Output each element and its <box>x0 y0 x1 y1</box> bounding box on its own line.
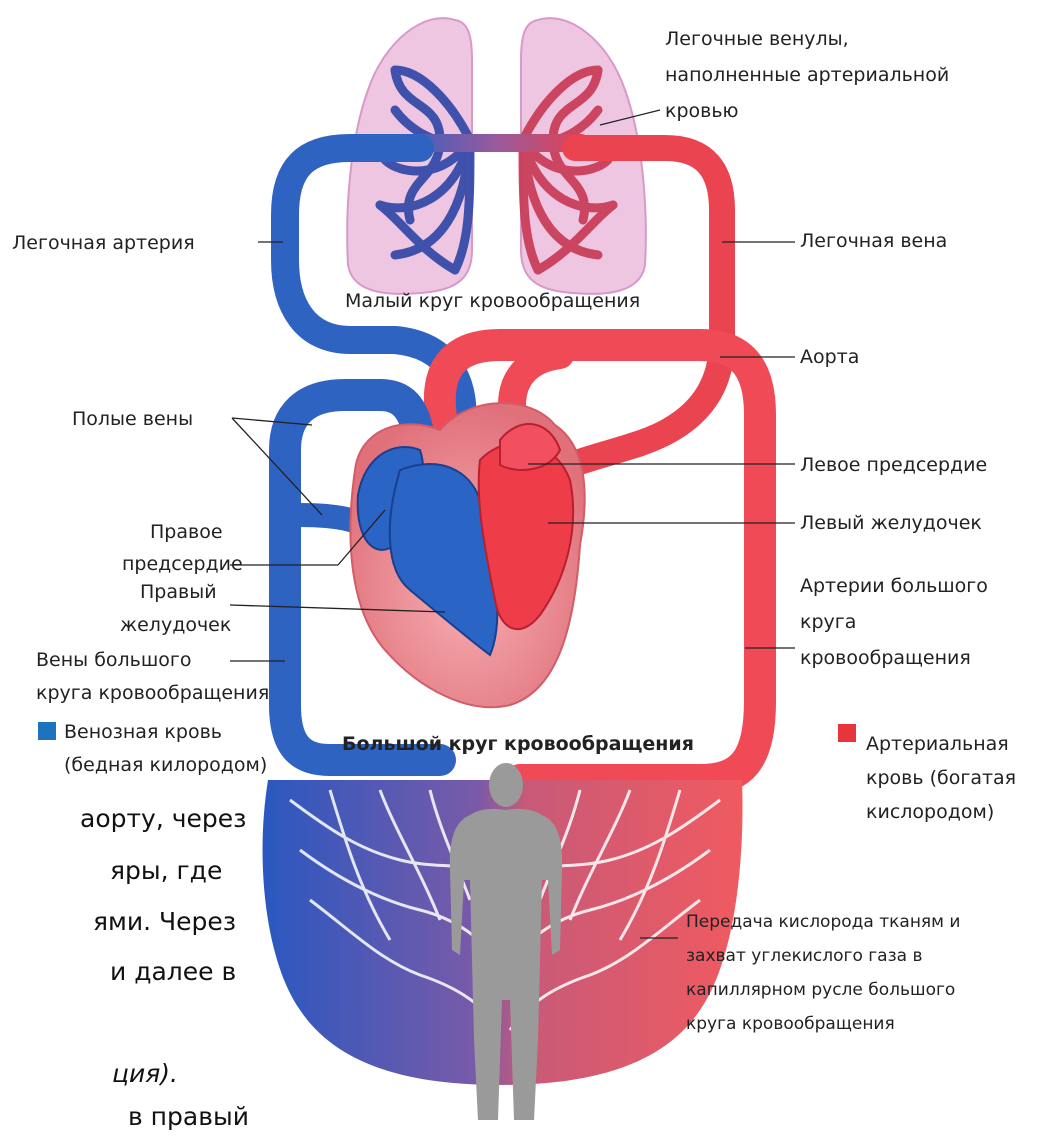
label-pulmonary-circulation: Малый круг кровообращения <box>345 288 640 315</box>
background-text-line-4: и далее в <box>110 953 236 990</box>
background-text-line-5: ция). <box>112 1055 178 1092</box>
label-capillary-1: Передача кислорода тканям и <box>686 910 960 935</box>
label-pulmonary-artery: Легочная артерия <box>12 230 195 257</box>
label-systemic-veins-2: круга кровообращения <box>36 680 269 707</box>
label-pulmonary-vein: Легочная вена <box>800 228 947 255</box>
label-pulmonary-venules-1: Легочные венулы, <box>665 26 849 53</box>
label-systemic-circulation: Большой круг кровообращения <box>342 731 694 758</box>
background-text-line-1: аорту, через <box>80 800 246 837</box>
label-right-ventricle-1: Правый <box>140 579 217 606</box>
label-systemic-veins-1: Вены большого <box>36 647 192 674</box>
legend-venous-label-2: (бедная килородом) <box>64 752 267 779</box>
heart <box>350 403 584 707</box>
label-pulmonary-venules-2: наполненные артериальной <box>665 62 949 89</box>
label-pulmonary-venules-3: кровью <box>665 98 739 125</box>
label-right-atrium-1: Правое <box>150 519 223 546</box>
legend-venous-label-1: Венозная кровь <box>64 719 222 746</box>
label-capillary-4: круга кровообращения <box>686 1012 895 1037</box>
background-text-line-6: в правый <box>128 1098 249 1135</box>
label-systemic-arteries-3: кровообращения <box>800 645 971 672</box>
label-left-atrium: Левое предсердие <box>800 452 987 479</box>
legend-arterial-swatch <box>838 724 856 742</box>
background-text-line-3: ями. Через <box>93 903 236 940</box>
legend-arterial-label-1: Артериальная <box>866 731 1009 758</box>
label-systemic-arteries-1: Артерии большого <box>800 573 988 600</box>
label-systemic-arteries-2: круга <box>800 609 856 636</box>
label-capillary-2: захват углекислого газа в <box>686 944 922 969</box>
label-right-ventricle-2: желудочек <box>120 612 231 639</box>
label-aorta: Аорта <box>800 344 859 371</box>
label-left-ventricle: Левый желудочек <box>800 510 982 537</box>
background-text-line-2: яры, где <box>110 852 222 889</box>
legend-arterial-label-2: кровь (богатая <box>866 765 1016 792</box>
label-vena-cava: Полые вены <box>72 406 193 433</box>
label-right-atrium-2: предсердие <box>122 551 243 578</box>
legend-venous-swatch <box>38 722 56 740</box>
label-capillary-3: капиллярном русле большого <box>686 978 955 1003</box>
legend-arterial-label-3: кислородом) <box>866 799 994 826</box>
